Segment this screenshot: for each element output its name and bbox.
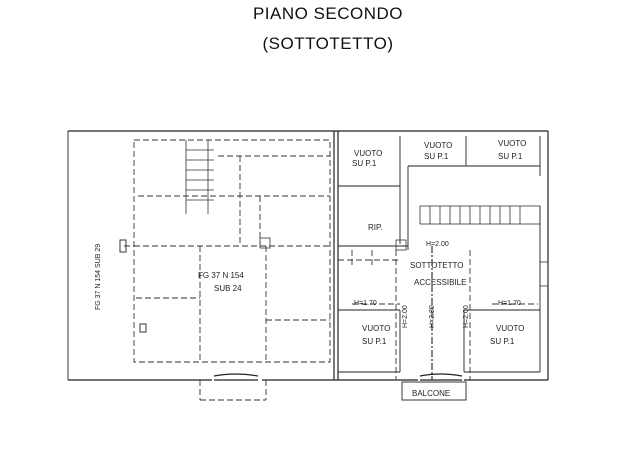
height-lines [338,239,549,380]
rip-label: RIP. [368,223,383,232]
vuoto-top-mid-l2: SU P.1 [424,152,449,161]
vuoto-top-left-l2: SU P.1 [352,159,377,168]
h-280: H=2.80 [429,305,436,328]
vuoto-bottom-right-l1: VUOTO [496,324,524,333]
vuoto-bottom-right-l2: SU P.1 [490,337,515,346]
bottom-windows [213,373,463,381]
fg-sub24-l1: FG 37 N 154 [198,271,244,280]
vuoto-top-right-l2: SU P.1 [498,152,523,161]
plan-subtitle: (SOTTOTETTO) [262,34,394,53]
h-200-top: H=2.00 [426,241,449,248]
outer-walls [67,130,549,381]
right-staircase [419,205,541,225]
balcone-label: BALCONE [412,389,450,398]
vuoto-top-mid-l1: VUOTO [424,141,452,150]
sottotetto-l2: ACCESSIBILE [414,278,466,287]
fg-sub24-l2: SUB 24 [214,284,242,293]
h-170-right: H=1.70 [498,300,521,307]
right-unit-walls [338,136,541,373]
h-170-left: H=1.70 [354,300,377,307]
vuoto-top-right-l1: VUOTO [498,139,526,148]
left-stair-marks [138,140,330,249]
sottotetto-l1: SOTTOTETTO [410,261,463,270]
vuoto-bottom-left-l1: VUOTO [362,324,390,333]
balcony-outline [401,381,467,401]
fg-sub29-vertical: FG 37 N 154 SUB 29 [95,244,102,310]
vuoto-top-left-l1: VUOTO [354,149,382,158]
h-200-left: H=2.00 [402,305,409,328]
left-unit-dashed-lines [119,139,331,401]
vuoto-bottom-left-l2: SU P.1 [362,337,387,346]
plan-title: PIANO SECONDO [252,4,404,23]
h-200-right: H=2.00 [463,305,470,328]
